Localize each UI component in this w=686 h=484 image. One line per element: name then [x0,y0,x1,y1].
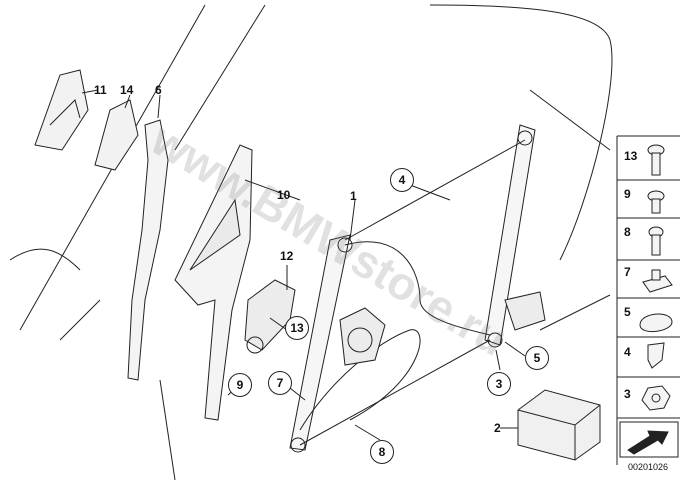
regulator-motor [339,307,386,366]
legend-num-13: 13 [624,149,638,163]
legend-num-5: 5 [624,305,631,319]
callout-9: 9 [228,373,252,397]
legend-num-7: 7 [624,265,631,279]
document-arrow-icon [619,421,679,458]
callout-1: 1 [350,189,357,203]
plug-icon [639,313,673,333]
door-outline-line [529,89,611,151]
cable [344,241,491,336]
motor-part [244,279,296,351]
door-outline-line [174,4,266,151]
legend-num-3: 3 [624,387,631,401]
motor-gear [246,336,264,354]
leader-line [157,94,161,119]
screw-icon [647,144,665,176]
door-outline-line [429,4,613,261]
clip-icon [647,342,665,369]
door-outline-line [539,294,611,331]
door-outline-line [159,379,176,481]
callout-11: 11 [94,83,107,97]
leader-line [81,89,99,94]
callout-13: 13 [285,316,309,340]
callout-8: 8 [370,440,394,464]
callout-4: 4 [390,168,414,192]
door-outline-line [59,299,101,341]
leader-line [349,199,356,241]
leader-line [409,184,451,201]
legend-num-8: 8 [624,225,631,239]
legend-num-9: 9 [624,187,631,201]
hex-nut-icon [641,385,671,411]
mirror-detail [49,99,81,126]
leader-line [269,317,288,331]
leader-line [124,94,131,109]
leader-line [354,424,381,441]
mirror-cover-part [34,69,89,151]
callout-10: 10 [277,188,291,202]
callout-14: 14 [120,83,134,97]
document-code: 00201026 [628,462,669,472]
trim-part [94,99,139,171]
regulator-rail-front [289,234,351,451]
screw-icon [648,226,664,256]
door-outline-line [9,248,81,271]
regulator-bracket [504,291,546,331]
pillar-part [127,119,169,381]
leader-line [495,349,501,371]
callout-7: 7 [268,371,292,395]
cable [344,139,526,241]
cable [299,339,491,446]
package-box-part [517,389,601,461]
leader-line [289,387,306,401]
callout-2: 2 [494,421,501,435]
clip-nut-icon [642,269,673,293]
callout-3: 3 [487,372,511,396]
callout-5: 5 [525,346,549,370]
leader-line [504,341,526,357]
callout-12: 12 [280,249,294,263]
legend-num-4: 4 [624,345,631,359]
callout-6: 6 [155,83,162,97]
screw-icon [647,190,665,214]
cable [299,329,421,431]
leader-line [244,179,301,201]
